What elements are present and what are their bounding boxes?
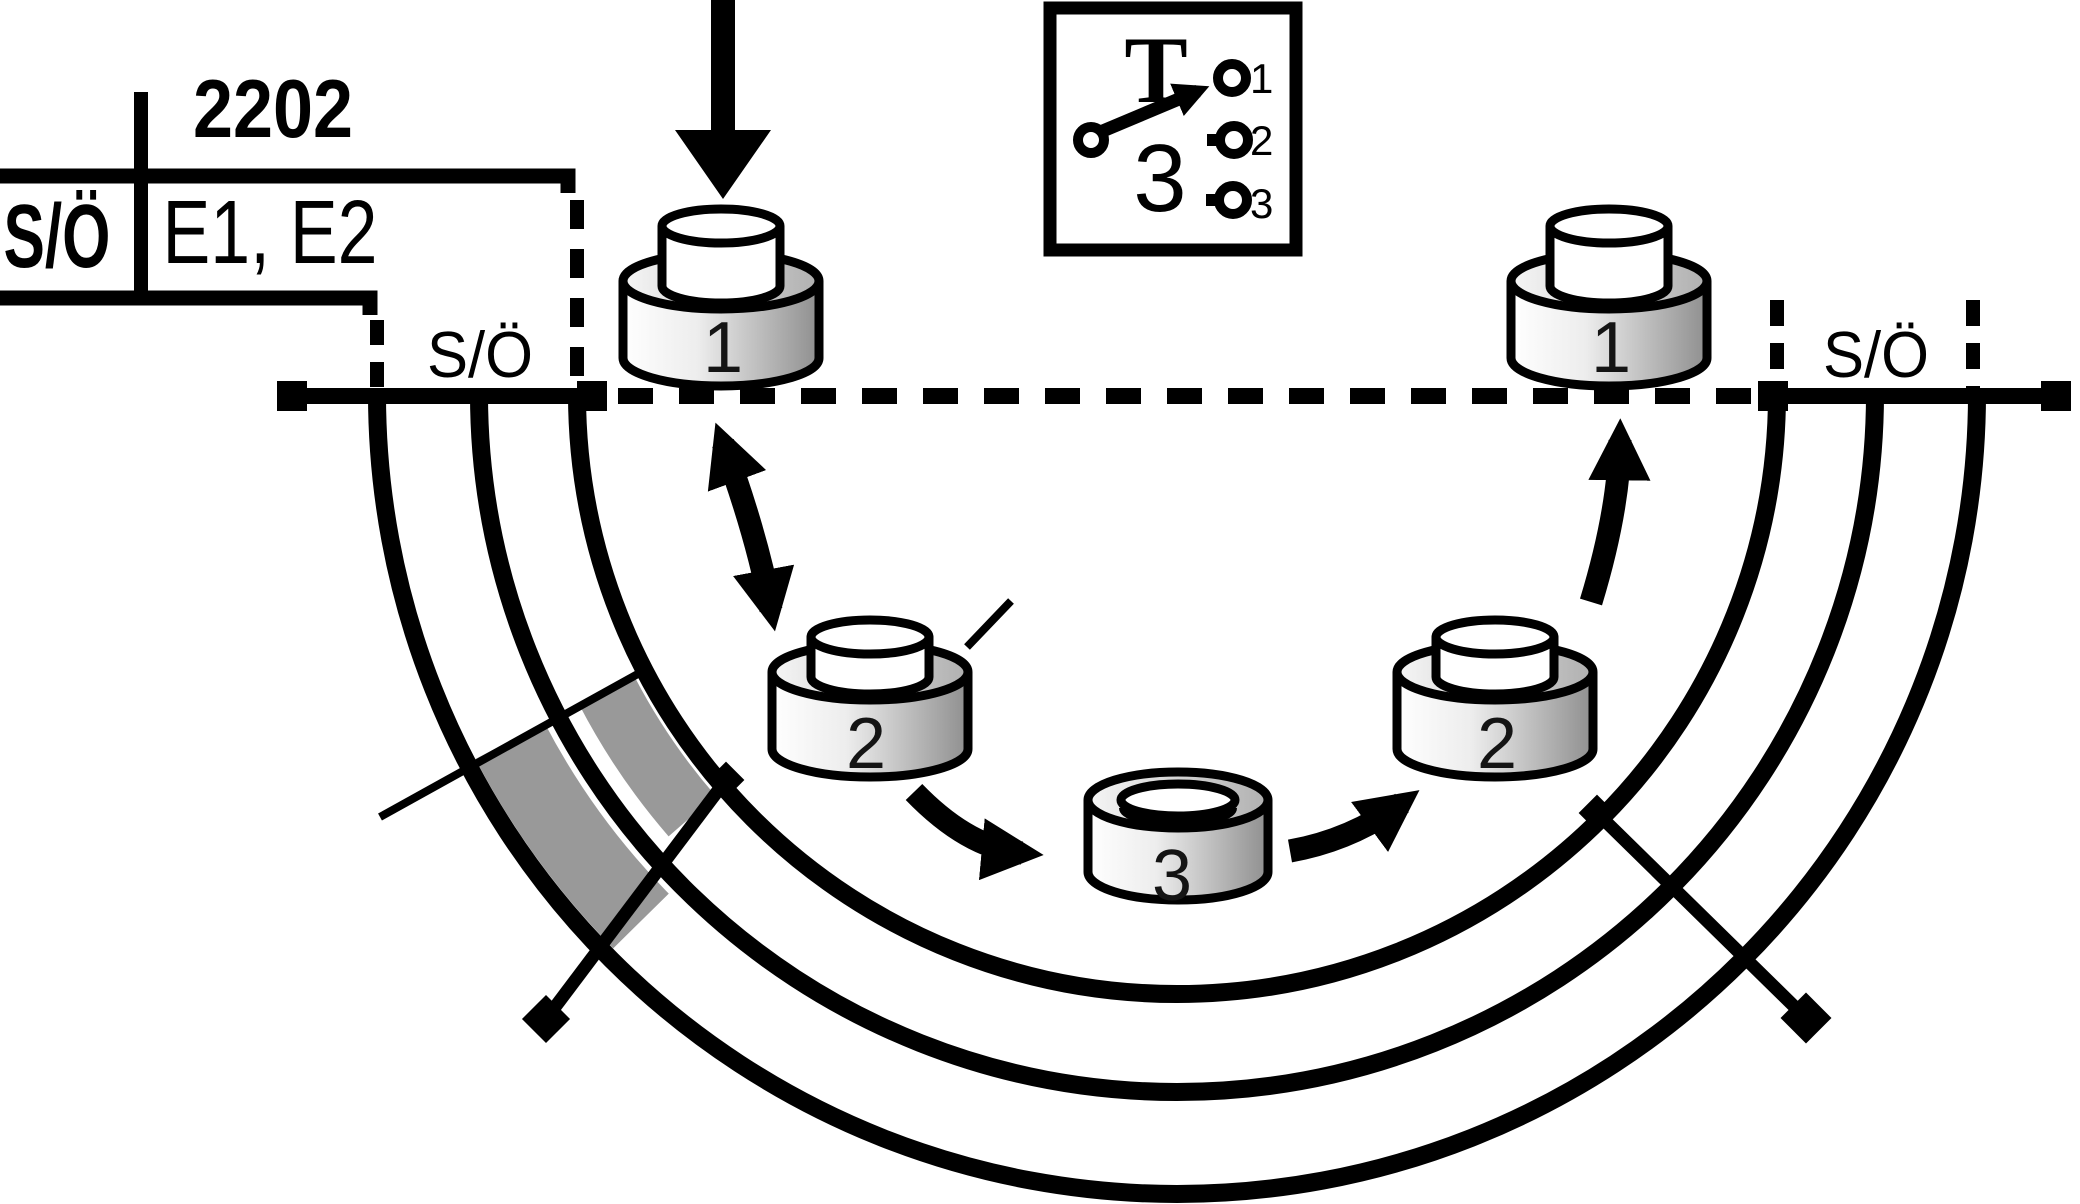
siding-inner-end-square — [707, 761, 745, 799]
siding-track-right — [1578, 794, 1832, 1044]
bridge-track-line — [277, 381, 2071, 411]
knob-number: 3 — [1152, 836, 1192, 916]
track-end-square — [2041, 381, 2071, 411]
position-knob-2-right: 2 — [1397, 620, 1593, 784]
pit-arc-middle — [470, 393, 1884, 1101]
position-knob-1-left: 1 — [623, 209, 819, 388]
left-track-label: S/Ö — [427, 318, 533, 391]
contact-terminal-2 — [1215, 121, 1253, 159]
switch-symbol-box: T 3 1 2 3 — [1043, 1, 1303, 257]
knob-number: 1 — [1591, 308, 1631, 388]
rotate-arrow-2-1 — [1579, 418, 1651, 606]
track-end-square — [577, 381, 607, 411]
contact-section-dashes — [370, 200, 1980, 390]
track-end-square — [1758, 381, 1788, 411]
contact-label-1: 1 — [1250, 55, 1273, 102]
turntable-pit-arcs — [368, 393, 1986, 1203]
pit-arc-outer — [368, 393, 1986, 1203]
lever-pivot — [1073, 122, 1109, 158]
knob-number: 1 — [703, 308, 743, 388]
segment-boundary-mark — [378, 666, 647, 821]
siding-inner-end-square — [1578, 794, 1616, 832]
catalog-row-value: E1, E2 — [163, 183, 378, 283]
position-knob-2-left: 2 — [772, 620, 968, 784]
contact-label-2: 2 — [1250, 117, 1273, 164]
rotate-arrow-3-2 — [1287, 790, 1420, 863]
knob-number: 2 — [846, 704, 886, 784]
title-block: 2202 S/Ö E1, E2 — [0, 62, 576, 315]
right-track-label: S/Ö — [1823, 318, 1929, 391]
rotate-arrow-1-2 — [707, 422, 795, 632]
position-knob-1-right: 1 — [1511, 209, 1707, 388]
press-down-arrow — [675, 0, 771, 199]
track-end-square — [277, 381, 307, 411]
knob-number: 2 — [1477, 704, 1517, 784]
lever-arm — [1095, 83, 1210, 139]
position-knob-3-socket: 3 — [1083, 767, 1273, 916]
rotate-arrow-2-3 — [905, 783, 1044, 881]
pit-arc-inner — [568, 393, 1786, 1003]
catalog-row-label: S/Ö — [4, 187, 111, 287]
contact-label-3: 3 — [1250, 180, 1273, 227]
siding-outer-end-square — [1780, 992, 1832, 1044]
contact-terminal-3 — [1214, 181, 1252, 219]
positions-count: 3 — [1133, 125, 1186, 232]
knob2-pointer-tick — [964, 598, 1014, 650]
contact-terminal-1 — [1213, 59, 1251, 97]
catalog-number: 2202 — [193, 62, 353, 155]
